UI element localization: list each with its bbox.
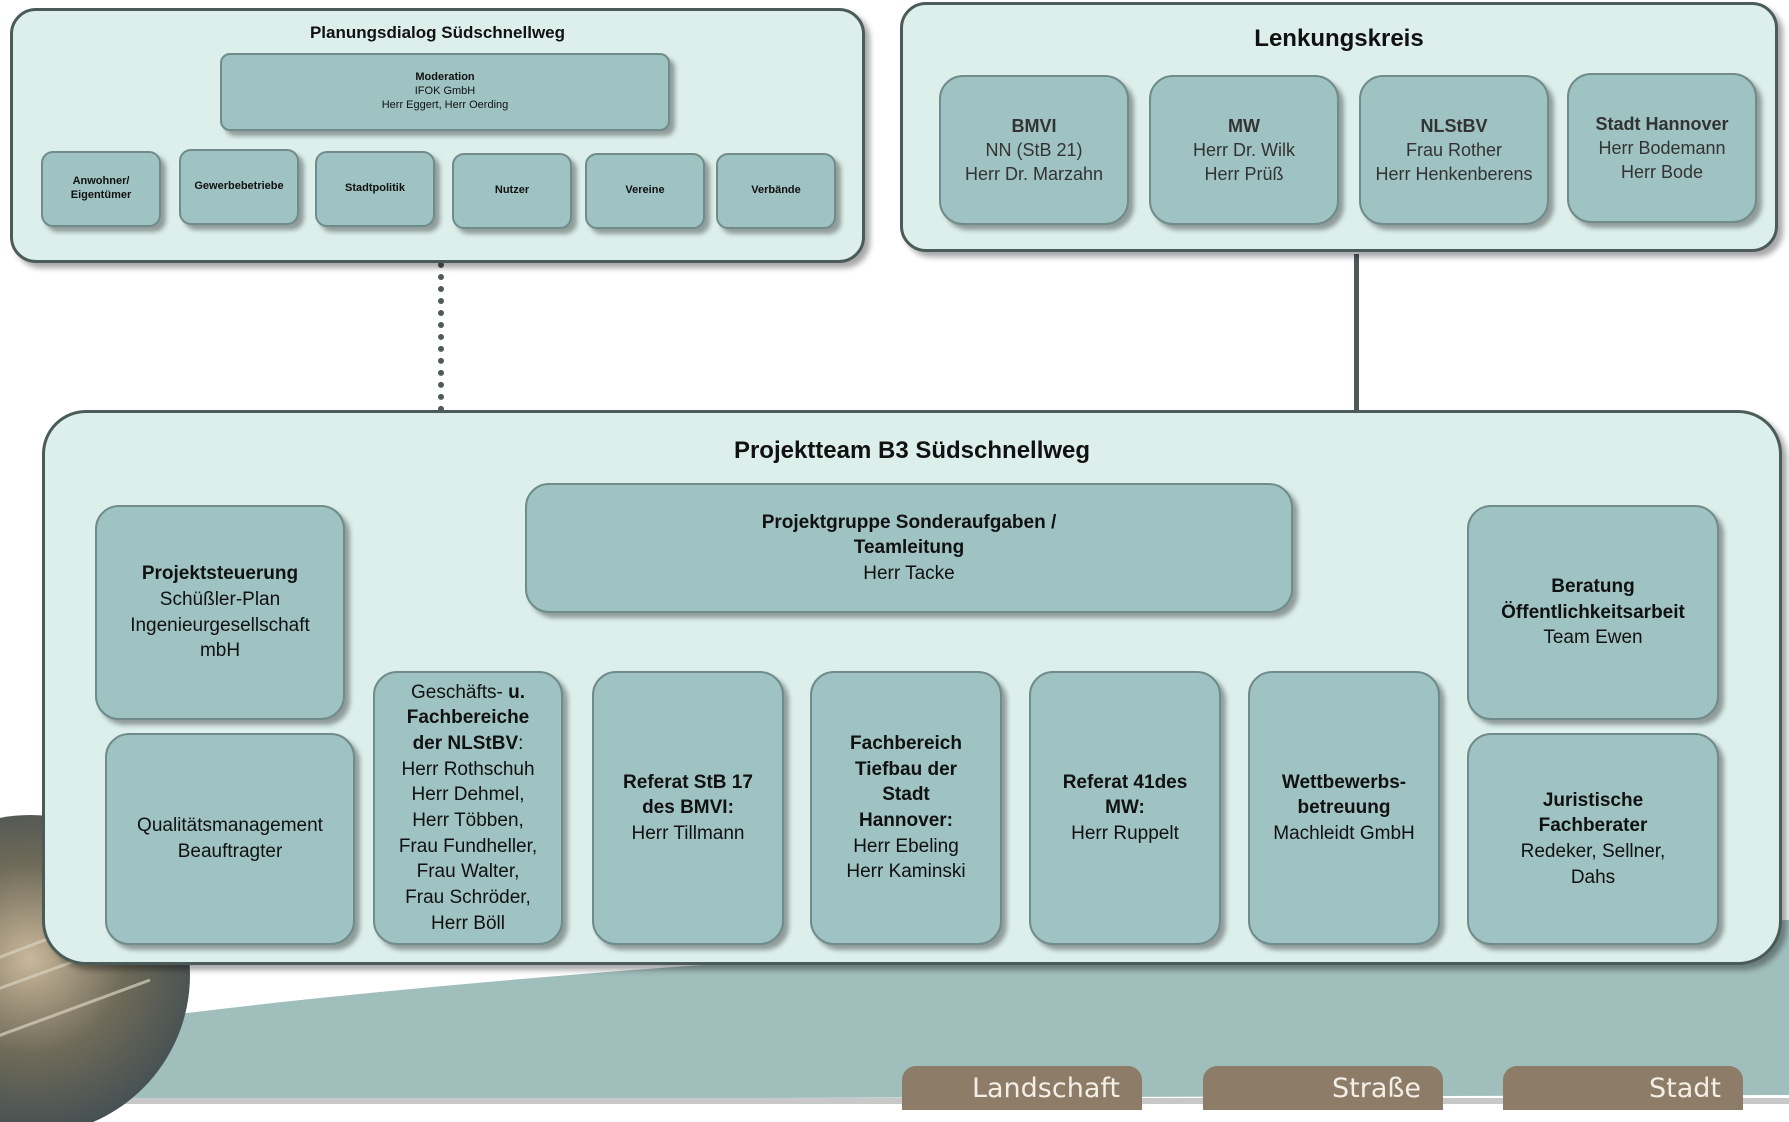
group-box-stadtpolitik: Stadtpolitik: [315, 151, 435, 227]
group-box-vereine: Vereine: [585, 153, 705, 229]
team-lead-box: Projektgruppe Sonderaufgaben / Teamleitu…: [525, 483, 1293, 613]
project-team-panel: Projektteam B3 Südschnellweg Projektgrup…: [42, 410, 1782, 965]
tiefbau-hannover-box: Fachbereich Tiefbau der Stadt Hannover: …: [810, 671, 1002, 945]
legal-advisors-box: Juristische Fachberater Redeker, Sellner…: [1467, 733, 1719, 945]
moderation-title: Moderation: [415, 71, 475, 84]
public-relations-box: Beratung Öffentlichkeitsarbeit Team Ewen: [1467, 505, 1719, 720]
moderation-box: Moderation IFOK GmbH Herr Eggert, Herr O…: [220, 53, 670, 131]
competition-support-box: Wettbewerbs- betreuung Machleidt GmbH: [1248, 671, 1440, 945]
steering-member-nlstbv: NLStBV Frau Rother Herr Henkenberens: [1359, 75, 1549, 225]
teal-swoosh: [90, 920, 1789, 1100]
moderation-names: Herr Eggert, Herr Oerding: [381, 98, 509, 111]
bottom-line: [0, 1098, 1789, 1104]
project-team-title: Projektteam B3 Südschnellweg: [733, 437, 1091, 464]
tag-landschaft: Landschaft: [902, 1066, 1142, 1110]
group-box-gewerbebetriebe: Gewerbebetriebe: [179, 149, 299, 225]
steering-member-bmvi: BMVI NN (StB 21) Herr Dr. Marzahn: [939, 75, 1129, 225]
steering-member-stadt-hannover: Stadt Hannover Herr Bodemann Herr Bode: [1567, 73, 1757, 223]
planning-dialog-panel: Planungsdialog Südschnellweg Moderation …: [10, 8, 865, 263]
nlstbv-departments-box: Geschäfts- u. Fachbereiche der NLStBV: H…: [373, 671, 563, 945]
referat-bmvi-box: Referat StB 17 des BMVI: Herr Tillmann: [592, 671, 784, 945]
group-box-verbaende: Verbände: [716, 153, 836, 229]
group-box-anwohner: Anwohner/ Eigentümer: [41, 151, 161, 227]
project-steering-box: Projektsteuerung Schüßler-Plan Ingenieur…: [95, 505, 345, 720]
steering-committee-title: Lenkungskreis: [1254, 25, 1424, 52]
quality-management-box: Qualitätsmanagement Beauftragter: [105, 733, 355, 945]
group-box-nutzer: Nutzer: [452, 153, 572, 229]
referat-mw-box: Referat 41des MW: Herr Ruppelt: [1029, 671, 1221, 945]
steering-committee-panel: Lenkungskreis BMVI NN (StB 21) Herr Dr. …: [900, 2, 1778, 252]
planning-dialog-title: Planungsdialog Südschnellweg: [309, 23, 566, 42]
moderation-company: IFOK GmbH: [414, 85, 476, 98]
dotted-connector: [438, 262, 444, 412]
solid-connector: [1354, 254, 1359, 412]
tag-strasse: Straße: [1203, 1066, 1443, 1110]
tag-stadt: Stadt: [1503, 1066, 1743, 1110]
steering-member-mw: MW Herr Dr. Wilk Herr Prüß: [1149, 75, 1339, 225]
